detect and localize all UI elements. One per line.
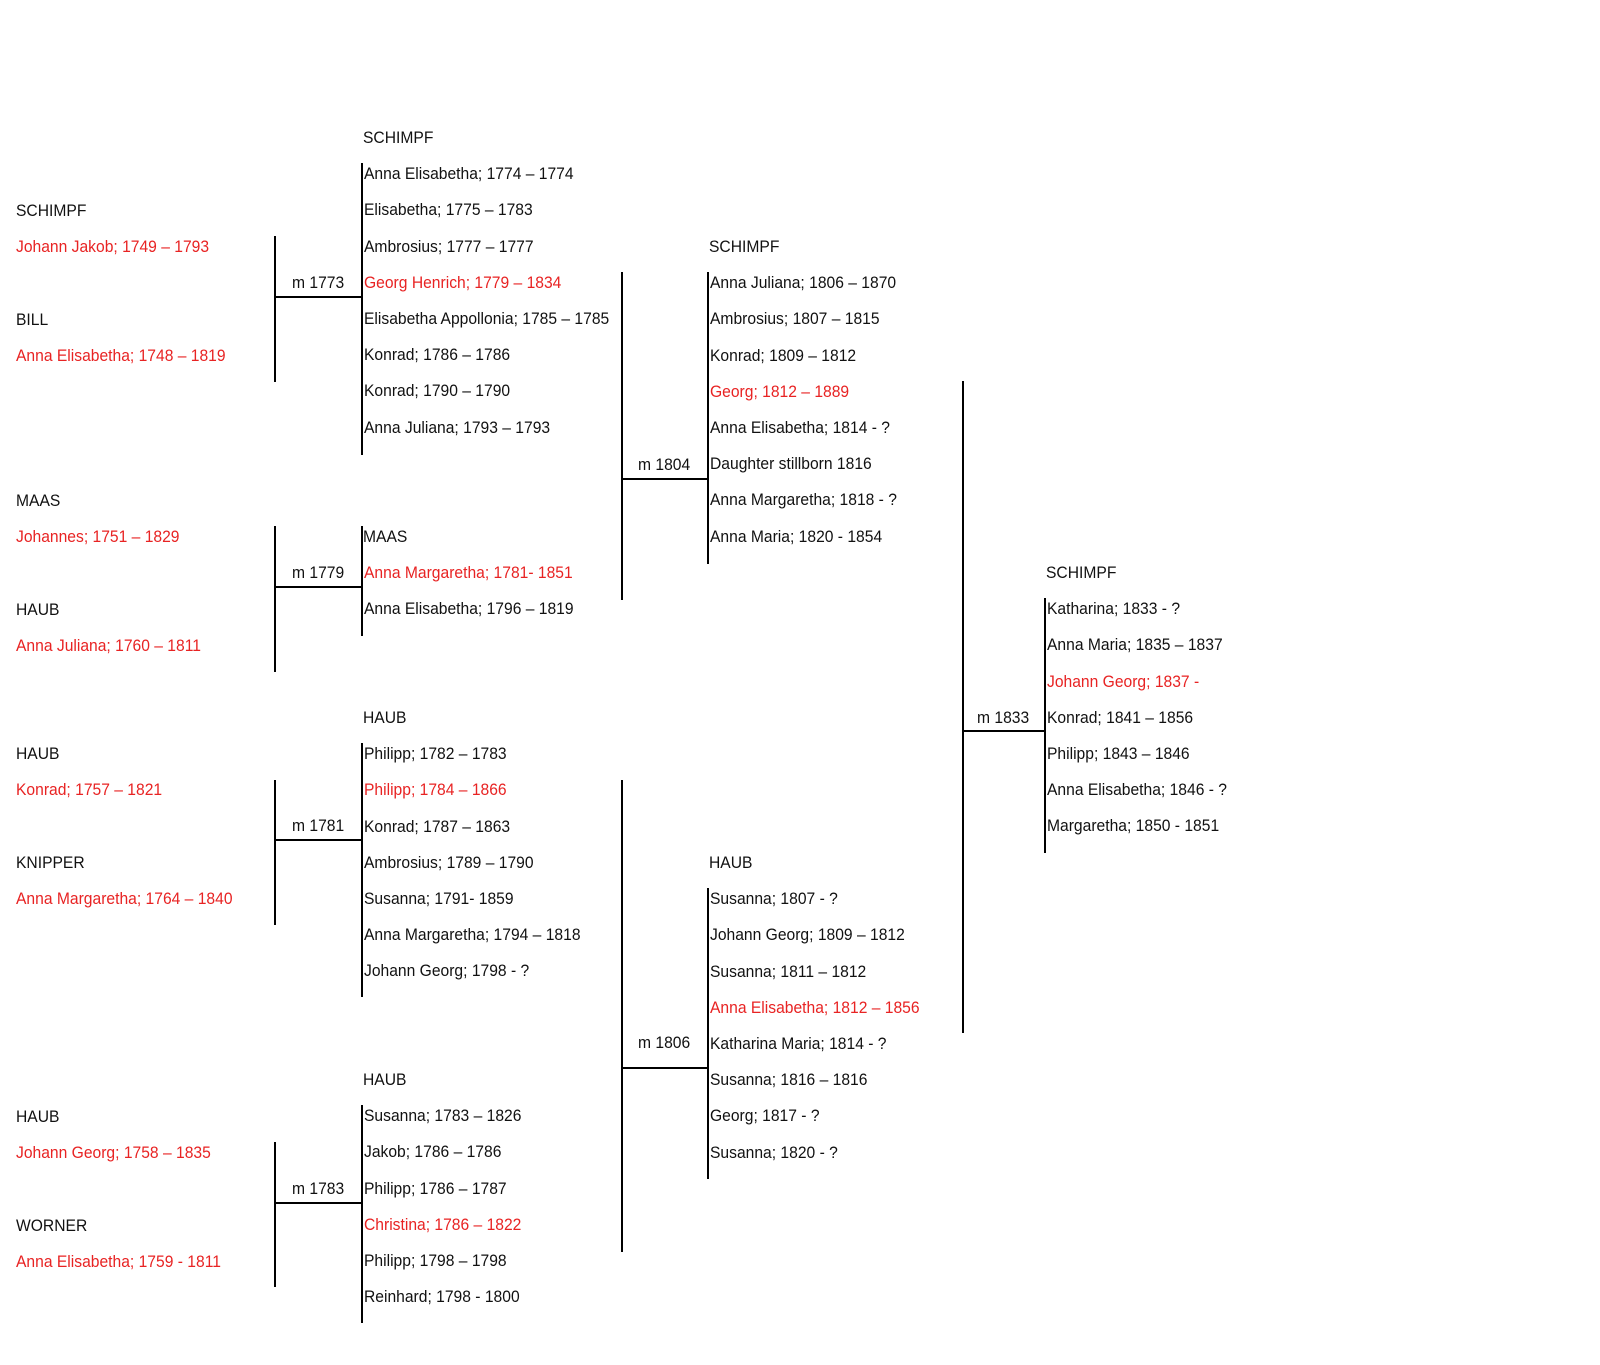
child-entry-direct-line: Georg; 1812 – 1889 xyxy=(710,381,850,401)
child-entry: Ambrosius; 1789 – 1790 xyxy=(364,852,534,872)
child-entry: Katharina Maria; 1814 - ? xyxy=(710,1034,887,1053)
family-surname: SCHIMPF xyxy=(709,237,780,256)
child-entry: Susanna; 1783 – 1826 xyxy=(364,1106,522,1126)
marriage-connector-line xyxy=(275,1202,362,1204)
marriage-label: m 1779 xyxy=(292,563,345,582)
marriage-connector-line xyxy=(275,586,362,588)
family-surname: SCHIMPF xyxy=(1046,563,1117,582)
ancestor-person: Johannes; 1751 – 1829 xyxy=(16,527,180,547)
child-entry-direct-line: Philipp; 1784 – 1866 xyxy=(364,780,507,800)
child-entry: Konrad; 1841 – 1856 xyxy=(1047,707,1194,727)
marriage-bracket-line xyxy=(962,381,964,1033)
ancestor-surname: KNIPPER xyxy=(16,853,85,872)
child-entry-direct-line: Anna Margaretha; 1781- 1851 xyxy=(364,563,573,583)
child-entry: Konrad; 1787 – 1863 xyxy=(364,816,511,836)
children-bracket-line xyxy=(361,743,363,997)
child-entry: Anna Maria; 1835 – 1837 xyxy=(1047,635,1223,655)
child-entry: Konrad; 1809 – 1812 xyxy=(710,345,857,365)
children-bracket-line xyxy=(707,272,709,564)
child-entry: Johann Georg; 1798 - ? xyxy=(364,961,530,981)
child-entry: Konrad; 1786 – 1786 xyxy=(364,345,511,365)
child-entry: Anna Elisabetha; 1796 – 1819 xyxy=(364,599,574,619)
child-entry: Ambrosius; 1807 – 1815 xyxy=(710,309,880,329)
child-entry-direct-line: Georg Henrich; 1779 – 1834 xyxy=(364,272,562,292)
child-entry: Anna Elisabetha; 1774 – 1774 xyxy=(364,164,574,184)
ancestor-surname: WORNER xyxy=(16,1216,88,1235)
child-entry: Susanna; 1820 - ? xyxy=(710,1142,838,1162)
children-bracket-line xyxy=(361,1105,363,1323)
child-entry: Konrad; 1790 – 1790 xyxy=(364,381,511,401)
ancestor-surname: MAAS xyxy=(16,491,61,510)
marriage-bracket-line xyxy=(274,780,276,925)
ancestor-person: Johann Georg; 1758 – 1835 xyxy=(16,1143,211,1163)
ancestor-surname: HAUB xyxy=(16,1107,60,1126)
marriage-label: m 1783 xyxy=(292,1179,345,1198)
children-bracket-line xyxy=(1044,598,1046,853)
child-entry-direct-line: Christina; 1786 – 1822 xyxy=(364,1214,522,1234)
ancestor-person: Anna Juliana; 1760 – 1811 xyxy=(16,636,201,656)
family-surname: MAAS xyxy=(363,527,408,546)
marriage-connector-line xyxy=(622,1067,708,1069)
child-entry: Jakob; 1786 – 1786 xyxy=(364,1142,502,1162)
ancestor-person: Anna Elisabetha; 1759 - 1811 xyxy=(16,1252,221,1272)
marriage-connector-line xyxy=(963,730,1045,732)
child-entry: Philipp; 1782 – 1783 xyxy=(364,744,507,764)
child-entry: Philipp; 1798 – 1798 xyxy=(364,1251,507,1270)
marriage-bracket-line xyxy=(274,526,276,672)
child-entry: Elisabetha Appollonia; 1785 – 1785 xyxy=(364,309,610,328)
marriage-label: m 1773 xyxy=(292,273,345,292)
child-entry-direct-line: Johann Georg; 1837 - xyxy=(1047,671,1200,691)
marriage-bracket-line xyxy=(274,236,276,382)
marriage-bracket-line xyxy=(274,1142,276,1287)
marriage-connector-line xyxy=(275,296,362,298)
child-entry: Ambrosius; 1777 – 1777 xyxy=(364,236,534,256)
ancestor-person: Anna Margaretha; 1764 – 1840 xyxy=(16,889,233,909)
child-entry: Anna Juliana; 1806 – 1870 xyxy=(710,273,897,293)
marriage-label: m 1804 xyxy=(638,455,691,474)
child-entry: Reinhard; 1798 - 1800 xyxy=(364,1287,520,1307)
child-entry: Anna Elisabetha; 1814 - ? xyxy=(710,418,891,437)
child-entry: Anna Juliana; 1793 – 1793 xyxy=(364,417,551,437)
family-surname: HAUB xyxy=(363,1070,407,1089)
child-entry: Margaretha; 1850 - 1851 xyxy=(1047,816,1220,836)
ancestor-person: Konrad; 1757 – 1821 xyxy=(16,780,163,800)
children-bracket-line xyxy=(361,163,363,455)
family-surname: HAUB xyxy=(709,853,753,872)
family-surname: HAUB xyxy=(363,708,407,727)
child-entry: Philipp; 1786 – 1787 xyxy=(364,1178,507,1198)
child-entry: Anna Maria; 1820 - 1854 xyxy=(710,526,883,546)
child-entry: Anna Elisabetha; 1846 - ? xyxy=(1047,780,1228,800)
child-entry: Susanna; 1816 – 1816 xyxy=(710,1070,868,1090)
ancestor-surname: BILL xyxy=(16,310,49,329)
child-entry-direct-line: Anna Elisabetha; 1812 – 1856 xyxy=(710,997,920,1017)
marriage-bracket-line xyxy=(621,272,623,600)
child-entry: Elisabetha; 1775 – 1783 xyxy=(364,200,533,220)
child-entry: Georg; 1817 - ? xyxy=(710,1106,820,1126)
child-entry: Daughter stillborn 1816 xyxy=(710,454,872,474)
family-surname: SCHIMPF xyxy=(363,128,434,147)
ancestor-surname: HAUB xyxy=(16,744,60,763)
marriage-label: m 1833 xyxy=(977,708,1030,727)
children-bracket-line xyxy=(361,526,363,636)
ancestor-surname: SCHIMPF xyxy=(16,201,87,220)
child-entry: Susanna; 1791- 1859 xyxy=(364,889,514,908)
ancestor-person: Johann Jakob; 1749 – 1793 xyxy=(16,237,210,257)
child-entry: Susanna; 1807 - ? xyxy=(710,889,838,909)
marriage-connector-line xyxy=(622,478,708,480)
child-entry: Susanna; 1811 – 1812 xyxy=(710,961,867,981)
marriage-label: m 1781 xyxy=(292,816,345,835)
marriage-label: m 1806 xyxy=(638,1033,691,1052)
ancestor-person: Anna Elisabetha; 1748 – 1819 xyxy=(16,346,226,366)
child-entry: Katharina; 1833 - ? xyxy=(1047,599,1181,619)
marriage-connector-line xyxy=(275,839,362,841)
ancestor-surname: HAUB xyxy=(16,600,60,619)
marriage-bracket-line xyxy=(621,780,623,1252)
child-entry: Anna Margaretha; 1794 – 1818 xyxy=(364,925,581,945)
child-entry: Philipp; 1843 – 1846 xyxy=(1047,744,1190,763)
children-bracket-line xyxy=(707,888,709,1179)
child-entry: Anna Margaretha; 1818 - ? xyxy=(710,490,897,510)
child-entry: Johann Georg; 1809 – 1812 xyxy=(710,925,905,945)
